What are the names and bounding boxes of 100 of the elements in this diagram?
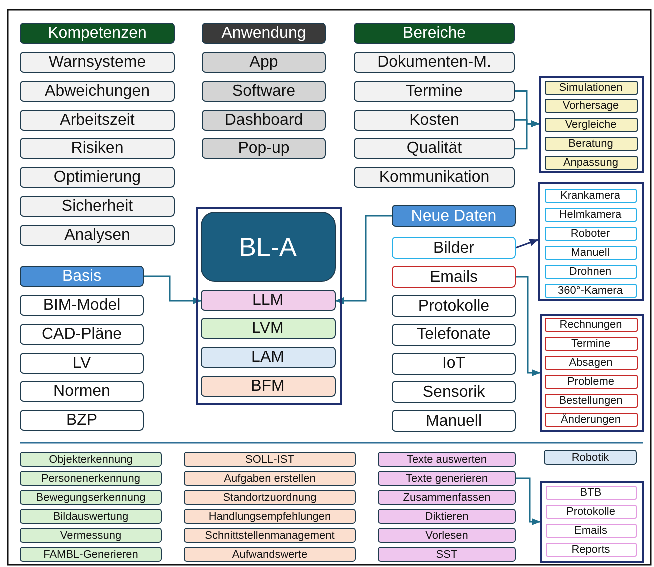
label-box xyxy=(354,138,515,160)
label-box xyxy=(184,547,356,562)
label-text: Roboter xyxy=(570,228,610,240)
label-box xyxy=(392,266,516,288)
label-text: Analysen xyxy=(64,228,130,244)
label-text: Software xyxy=(232,84,296,100)
label-box xyxy=(20,224,175,246)
label-box xyxy=(544,394,638,408)
arrow xyxy=(515,120,540,150)
group-frame xyxy=(540,481,644,563)
label-text: LVM xyxy=(252,320,284,336)
label-box xyxy=(392,381,516,404)
label-text: SOLL-IST xyxy=(246,454,294,466)
label-box xyxy=(354,80,515,102)
label-box xyxy=(202,138,326,160)
label-text: 360°-Kamera xyxy=(558,286,623,296)
header-box xyxy=(202,23,326,44)
label-box xyxy=(544,356,638,370)
label-text: Arbeitszeit xyxy=(60,112,135,129)
label-box xyxy=(544,318,638,332)
label-box xyxy=(546,486,636,500)
label-text: Emails xyxy=(574,526,608,536)
label-text: Risiken xyxy=(71,141,124,158)
label-box xyxy=(184,490,356,505)
label-text: Bilder xyxy=(434,240,474,256)
label-text: Änderungen xyxy=(561,414,621,426)
model-box xyxy=(200,290,336,310)
header-box xyxy=(20,266,144,287)
label-text: Personenerkennung xyxy=(41,474,141,484)
label-text: Absagen xyxy=(569,358,613,368)
label-text: Krankamera xyxy=(560,190,620,202)
label-box xyxy=(544,99,638,114)
label-box xyxy=(378,452,516,467)
label-text: Qualität xyxy=(406,141,462,158)
label-box xyxy=(544,374,638,388)
model-box xyxy=(200,346,336,368)
label-text: Reports xyxy=(572,544,610,556)
label-text: Beratung xyxy=(568,138,614,150)
label-box xyxy=(378,471,516,486)
label-text: Kompetenzen xyxy=(48,26,147,42)
label-box xyxy=(20,167,175,188)
label-text: Vergleiche xyxy=(565,120,617,132)
label-text: FAMBL-Generieren xyxy=(44,550,138,560)
label-box xyxy=(20,80,175,102)
label-box xyxy=(354,52,515,73)
label-box xyxy=(544,264,636,278)
label-box xyxy=(20,547,162,562)
label-box xyxy=(544,336,638,350)
label-box xyxy=(20,528,162,543)
label-box xyxy=(378,547,516,562)
label-text: Warnsysteme xyxy=(48,55,146,71)
label-text: Anpassung xyxy=(563,158,619,169)
label-box xyxy=(20,410,144,432)
label-text: Sicherheit xyxy=(62,199,134,215)
label-text: Basis xyxy=(62,269,102,285)
label-box xyxy=(546,524,636,538)
header-box xyxy=(392,205,516,227)
label-text: Rechnungen xyxy=(560,320,622,330)
label-box xyxy=(378,509,516,524)
label-box xyxy=(20,490,162,505)
label-box xyxy=(544,412,638,426)
label-text: BIM-Model xyxy=(43,298,121,314)
label-box xyxy=(20,324,144,345)
group-frame xyxy=(196,207,342,405)
label-text: LAM xyxy=(252,350,284,366)
label-text: BFM xyxy=(251,378,285,394)
label-box xyxy=(20,52,175,73)
label-text: Texte auswerten xyxy=(406,454,488,466)
label-box xyxy=(20,452,162,467)
label-text: Vermessung xyxy=(60,530,122,542)
label-text: Diktieren xyxy=(425,512,469,522)
label-text: Zusammenfassen xyxy=(403,492,491,504)
label-text: Aufgaben erstellen xyxy=(224,474,316,484)
label-box xyxy=(544,246,636,260)
arrow xyxy=(335,215,392,305)
label-text: Sensorik xyxy=(422,384,486,401)
model-box xyxy=(200,318,336,338)
label-text: Kosten xyxy=(410,112,460,129)
label-text: Probleme xyxy=(567,376,615,388)
label-text: Simulationen xyxy=(559,82,623,94)
label-text: Kommunikation xyxy=(379,170,490,186)
header-box xyxy=(354,23,515,44)
label-text: Emails xyxy=(430,270,478,286)
label-text: Schnittstellenmanagement xyxy=(205,530,335,542)
label-box xyxy=(20,196,175,217)
label-box xyxy=(184,471,356,486)
label-text: Dashboard xyxy=(224,112,304,129)
label-box xyxy=(20,352,144,374)
label-text: Helmkamera xyxy=(559,210,622,220)
label-box xyxy=(544,80,638,94)
label-text: Bildauswertung xyxy=(53,512,129,522)
label-text: Termine xyxy=(571,338,611,350)
label-box xyxy=(378,490,516,505)
label-text: BZP xyxy=(66,413,98,430)
label-box xyxy=(544,118,638,132)
label-box xyxy=(544,188,636,202)
arrow xyxy=(516,276,541,377)
label-text: Robotik xyxy=(572,452,610,464)
label-box xyxy=(354,110,515,131)
group-frame xyxy=(538,182,644,301)
